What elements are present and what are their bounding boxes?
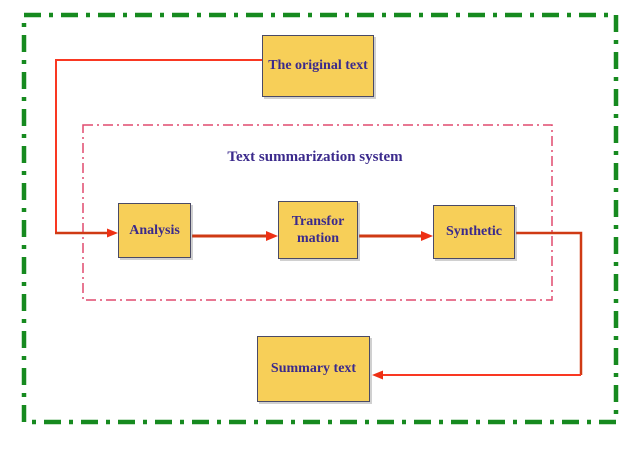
- node-synthetic: Synthetic: [433, 205, 515, 259]
- node-analysis-label: Analysis: [129, 222, 180, 238]
- node-summary-text-label: Summary text: [270, 361, 357, 377]
- system-boundary-border: [82, 124, 553, 301]
- node-transformation-label: Transfor mation: [291, 213, 345, 247]
- node-synthetic-label: Synthetic: [446, 224, 502, 240]
- system-boundary-title: Text summarization system: [227, 149, 403, 165]
- connector-synthetic-down: [516, 231, 583, 375]
- arrowhead-into-summary: [372, 370, 383, 380]
- node-analysis: Analysis: [118, 203, 191, 258]
- arrowhead-into-analysis: [107, 228, 118, 238]
- arrowhead-into-transformation: [266, 231, 278, 241]
- node-original-text: The original text: [262, 35, 374, 97]
- node-summary-text: Summary text: [257, 336, 370, 402]
- connector-original-to-analysis: [55, 59, 262, 233]
- arrowhead-into-synthetic: [421, 231, 433, 241]
- outer-dashed-border: [21, 12, 619, 425]
- node-transformation: Transfor mation: [278, 201, 358, 259]
- node-original-text-label: The original text: [268, 58, 368, 74]
